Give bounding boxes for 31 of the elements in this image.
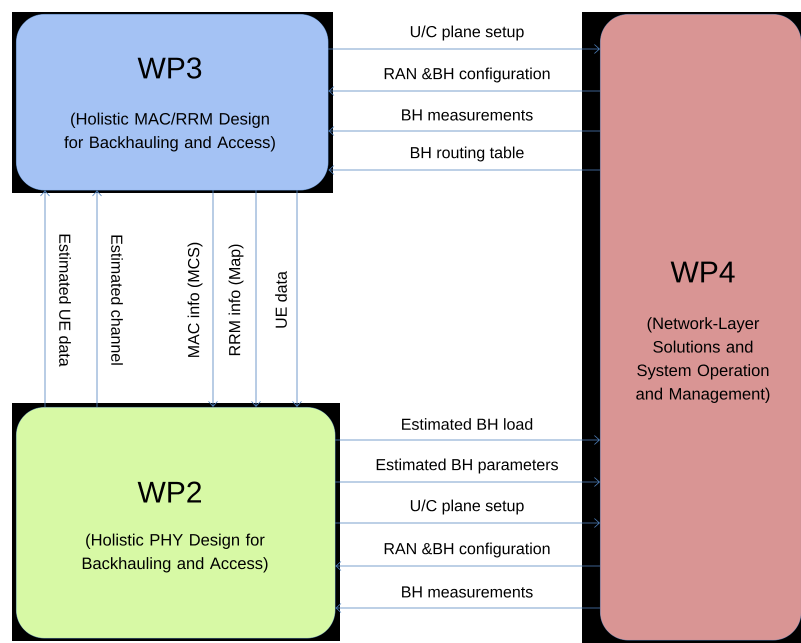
arrow (335, 561, 600, 571)
edge-label: RAN &BH configuration (382, 66, 552, 84)
edge-label: BH measurements (400, 585, 534, 599)
edge-label: UE data (274, 270, 288, 330)
arrow (335, 435, 600, 445)
edge-label: RRM info (Map) (228, 242, 244, 358)
arrow (328, 126, 600, 136)
edge-label: BH routing table (408, 146, 526, 162)
arrow (251, 190, 261, 407)
arrow (335, 603, 600, 613)
arrow (92, 190, 102, 408)
arrow (208, 190, 218, 407)
arrow (292, 190, 302, 407)
process-box: WP2 (Holistic PHY Design for Backhauling and Access) (12, 403, 340, 641)
edge-label: Estimated channel (110, 233, 124, 367)
edge-label: U/C plane setup (408, 24, 526, 42)
process-box: WP4 (Network-Layer Solutions and System Operation and Management) (582, 12, 801, 643)
process-box: WP3 (Holistic MAC/RRM Design for Backhauling and Access) (12, 12, 333, 193)
edge-label: RAN &BH configuration (382, 542, 552, 558)
arrow (328, 165, 600, 175)
edge-label: BH measurements (400, 108, 534, 122)
arrow (335, 477, 600, 487)
edge-label: Estimated BH load (400, 417, 534, 431)
arrow (335, 518, 600, 528)
edge-label: Estimated BH parameters (374, 458, 560, 474)
edge-label: MAC info (MCS) (186, 240, 204, 360)
arrow (328, 86, 600, 96)
arrow (40, 190, 50, 408)
edge-label: U/C plane setup (408, 498, 526, 516)
arrow (328, 44, 600, 54)
edge-label: Estimated UE data (58, 232, 72, 368)
